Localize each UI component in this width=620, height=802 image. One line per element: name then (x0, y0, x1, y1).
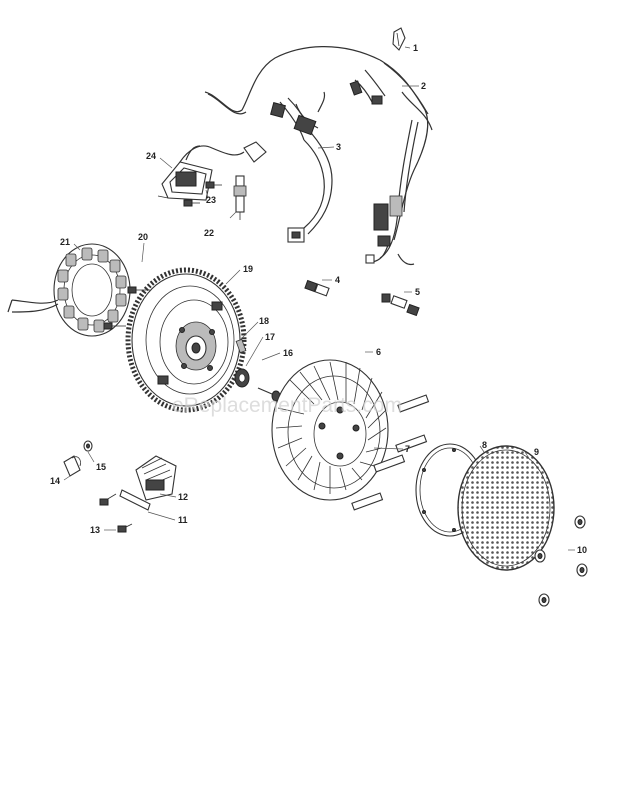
callout-1: 1 (413, 43, 418, 53)
wire-clip-part-1 (392, 27, 406, 51)
callout-20: 20 (138, 232, 148, 242)
screw-part-13 (99, 493, 133, 533)
leader-lines (63, 46, 575, 551)
spark-plug-part-22 (233, 175, 247, 220)
callout-21: 21 (60, 237, 70, 247)
callout-7: 7 (405, 444, 410, 454)
nut-part-10 (534, 515, 588, 607)
callout-16: 16 (283, 348, 293, 358)
callout-8: 8 (482, 440, 487, 450)
callout-14: 14 (50, 476, 60, 486)
washer-part-17 (234, 368, 250, 388)
callout-4: 4 (335, 275, 340, 285)
callout-15: 15 (96, 462, 106, 472)
screw-part-23 (183, 181, 222, 207)
callout-9: 9 (534, 447, 539, 457)
callout-13: 13 (90, 525, 100, 535)
rectifier-part-12 (135, 455, 177, 501)
connector-part-4 (304, 279, 330, 297)
callout-2: 2 (421, 81, 426, 91)
callout-19: 19 (243, 264, 253, 274)
key-part-18 (235, 338, 247, 354)
wire-harness-part-2 (204, 46, 433, 266)
watermark-text: eReplacementParts.com (172, 394, 402, 417)
fuse-part-5 (381, 293, 420, 317)
callout-11: 11 (178, 515, 188, 525)
callout-17: 17 (265, 332, 275, 342)
callout-12: 12 (178, 492, 188, 502)
callout-22: 22 (204, 228, 214, 238)
callout-6: 6 (376, 347, 381, 357)
callout-18: 18 (259, 316, 269, 326)
fan-screen-part-9 (457, 445, 555, 571)
bracket-part-11 (119, 489, 151, 511)
stator-part-21 (7, 243, 131, 337)
callout-10: 10 (577, 545, 587, 555)
flywheel-part-19 (125, 267, 247, 413)
clamp-part-14 (63, 455, 81, 477)
cooling-fan-part-6 (271, 359, 389, 501)
wire-harness-part-3 (270, 91, 333, 243)
callout-23: 23 (206, 195, 216, 205)
callout-3: 3 (336, 142, 341, 152)
callout-24: 24 (146, 151, 156, 161)
ignition-coil-part-24 (157, 141, 267, 201)
nut-part-15 (83, 440, 93, 452)
callout-5: 5 (415, 287, 420, 297)
